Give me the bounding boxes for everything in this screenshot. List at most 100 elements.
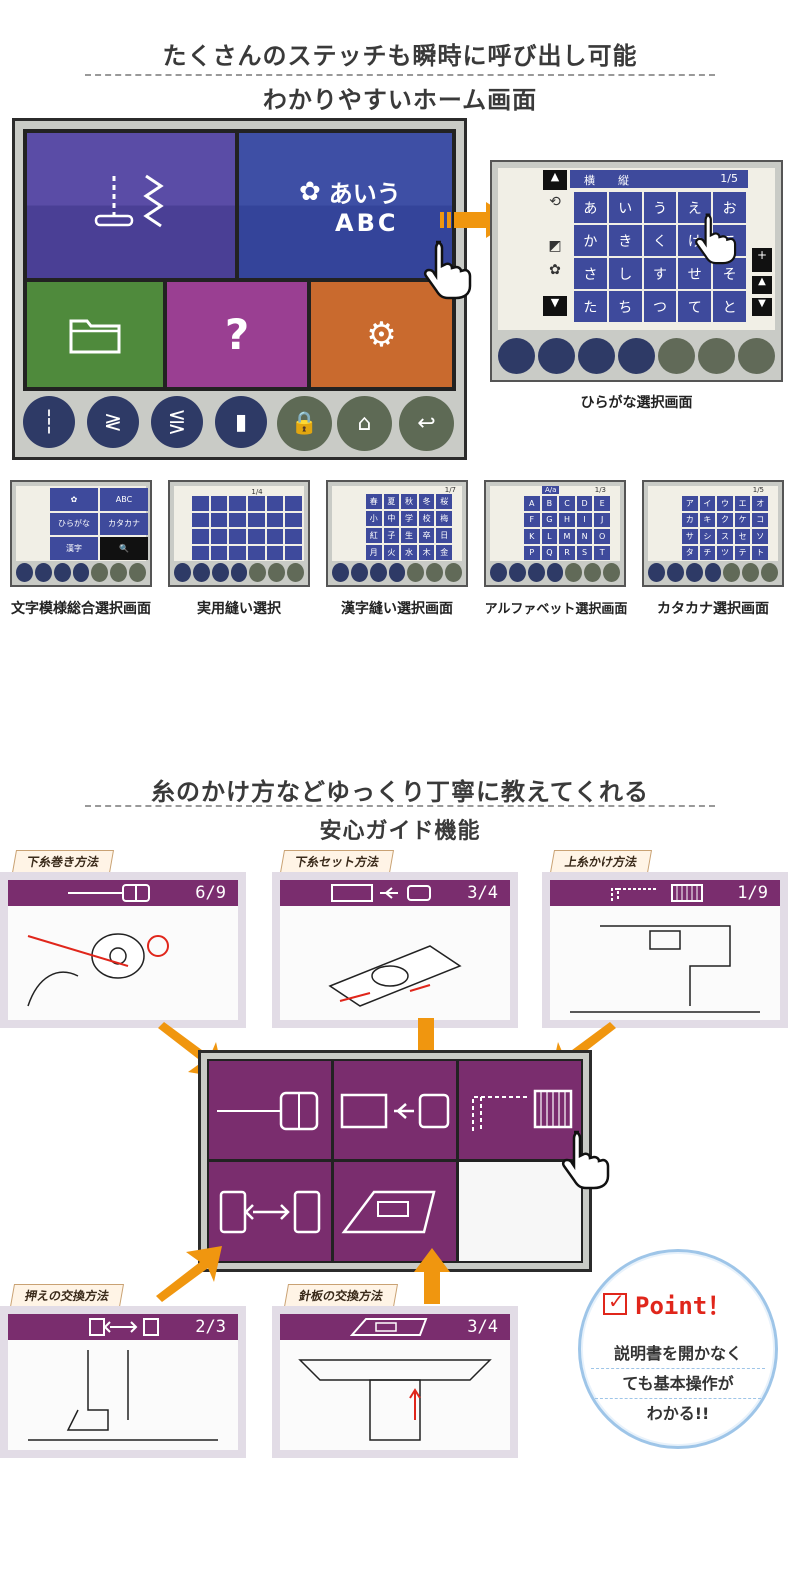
guide-tag-upper-threading: 上糸かけ方法: [549, 850, 653, 873]
card-header: 3/4: [280, 1314, 510, 1340]
abc-label: ABC: [335, 209, 399, 237]
add-button[interactable]: +: [752, 248, 772, 272]
triple-zigzag-button[interactable]: ⋚: [151, 396, 203, 448]
kana-key[interactable]: た: [574, 291, 607, 322]
thumb-cell: H: [559, 512, 575, 527]
thumb-cell: A: [524, 496, 540, 511]
home-button[interactable]: ⌂: [337, 396, 392, 451]
kana-key[interactable]: し: [608, 258, 642, 289]
back-button[interactable]: [738, 338, 775, 374]
section1-heading-line2: わかりやすいホーム画面: [262, 86, 538, 114]
help-tile[interactable]: ?: [167, 282, 307, 387]
card-page: 3/4: [467, 1317, 498, 1337]
illustration-bobbin-winding: [8, 906, 238, 1020]
eraser-icon[interactable]: ◩: [548, 238, 562, 254]
side-controls: + ▲ ▼: [752, 248, 772, 316]
thumb-cell: 春: [366, 494, 382, 509]
thumb-cell: M: [559, 529, 575, 544]
settings-tile[interactable]: ⚙: [311, 282, 452, 387]
guide-card-bobbin-winding[interactable]: 6/9: [0, 872, 246, 1028]
hiragana-toolbar: ▲ ⟲ ◩ ✿ ▼: [543, 170, 567, 326]
menu-needle-plate[interactable]: [334, 1162, 456, 1261]
kana-key[interactable]: く: [643, 225, 677, 256]
kana-key[interactable]: お: [713, 192, 746, 223]
kana-key[interactable]: つ: [643, 291, 677, 322]
kana-key[interactable]: せ: [678, 258, 712, 289]
thumb-cell: G: [541, 512, 558, 527]
section2-heading-line2: 安心ガイド機能: [319, 819, 481, 844]
straight-stitch-button[interactable]: ┆: [23, 396, 75, 448]
kana-key[interactable]: う: [643, 192, 677, 223]
kana-key[interactable]: か: [574, 225, 607, 256]
pattern-icon[interactable]: ✿: [549, 262, 561, 278]
hand-pointer-icon: [695, 213, 737, 265]
thumb-cell: 生: [401, 528, 417, 543]
scroll-up-button[interactable]: ▲: [752, 276, 772, 294]
bobbin-icon: [68, 884, 150, 902]
tab-horizontal[interactable]: 横: [584, 174, 595, 187]
kana-key[interactable]: い: [608, 192, 642, 223]
thumb-cell: シ: [699, 529, 716, 544]
menu-bobbin-winding[interactable]: [209, 1061, 331, 1159]
guide-card-bobbin-set[interactable]: 3/4: [272, 872, 518, 1028]
thumb-cell: ア: [682, 496, 698, 511]
page-up-button[interactable]: ▲: [543, 170, 567, 190]
kana-key[interactable]: あ: [574, 192, 607, 223]
thumb-cell: R: [559, 545, 575, 560]
lock-button[interactable]: [658, 338, 695, 374]
thumb-cell: K: [524, 529, 540, 544]
kana-key[interactable]: さ: [574, 258, 607, 289]
buttonhole-button[interactable]: ▮: [215, 396, 267, 448]
buttonhole-button[interactable]: [618, 338, 655, 374]
thumb-cell: P: [524, 545, 540, 560]
kana-key[interactable]: き: [608, 225, 642, 256]
rotate-icon[interactable]: ⟲: [549, 194, 561, 210]
menu-presser-foot[interactable]: [209, 1162, 331, 1261]
straight-stitch-button[interactable]: [498, 338, 535, 374]
utility-stitch-tile[interactable]: [27, 133, 235, 278]
page-down-button[interactable]: ▼: [543, 296, 567, 316]
memory-tile[interactable]: [27, 282, 163, 387]
thumb-cell: イ: [699, 496, 716, 511]
kana-key[interactable]: て: [678, 291, 712, 322]
thumb-cell: 日: [436, 528, 452, 543]
back-icon: ↩: [417, 411, 436, 436]
menu-bobbin-set[interactable]: [334, 1061, 456, 1159]
tab-vertical[interactable]: 縦: [618, 174, 629, 187]
thumb-cell: J: [594, 512, 610, 527]
triple-zigzag-button[interactable]: [578, 338, 615, 374]
kana-key[interactable]: ち: [608, 291, 642, 322]
thumb-cell: 夏: [383, 494, 400, 509]
thumb-cell: 梅: [436, 511, 452, 526]
character-stitch-tile[interactable]: ✿ あいう ABC: [239, 133, 452, 278]
home-button[interactable]: [698, 338, 735, 374]
lock-icon: 🔒: [290, 411, 319, 436]
tulip-icon: ✿: [299, 176, 321, 207]
lock-button[interactable]: 🔒: [277, 396, 332, 451]
scroll-down-button[interactable]: ▼: [752, 298, 772, 316]
guide-card-needle-plate[interactable]: 3/4: [272, 1306, 518, 1458]
menu-upper-threading[interactable]: [459, 1061, 581, 1159]
thumb-cell: 桜: [436, 494, 452, 509]
thumb-cell: テ: [734, 545, 751, 560]
presser-foot-icon: [219, 1190, 321, 1234]
thumb-cell: 金: [436, 545, 452, 560]
back-button[interactable]: ↩: [399, 396, 454, 451]
zigzag-stitch-button[interactable]: ≷: [87, 396, 139, 448]
kana-key[interactable]: と: [713, 291, 746, 322]
guide-card-presser-foot[interactable]: 2/3: [0, 1306, 246, 1458]
card-page: 6/9: [195, 883, 226, 903]
illustration-presser-foot: [8, 1340, 238, 1450]
kana-key[interactable]: す: [643, 258, 677, 289]
thumb-page: 1/4: [251, 488, 263, 496]
presser-foot-icon: [89, 1318, 159, 1336]
thumb-cell: サ: [682, 529, 698, 544]
zigzag-stitch-button[interactable]: [538, 338, 575, 374]
thumb-katakana: 1/5 ア イ ウ エ オ カ キ ク ケ コ サ シ ス セ ソ タ チ ツ …: [642, 480, 784, 587]
thumb-cell: S: [576, 545, 593, 560]
card-header: 6/9: [8, 880, 238, 906]
guide-card-upper-threading[interactable]: 1/9: [542, 872, 788, 1028]
thumb-tab: A/a: [542, 486, 560, 494]
thumb-cell: 子: [383, 528, 400, 543]
section2-heading-line1: 糸のかけ方などゆっくり丁寧に教えてくれる: [150, 778, 650, 806]
